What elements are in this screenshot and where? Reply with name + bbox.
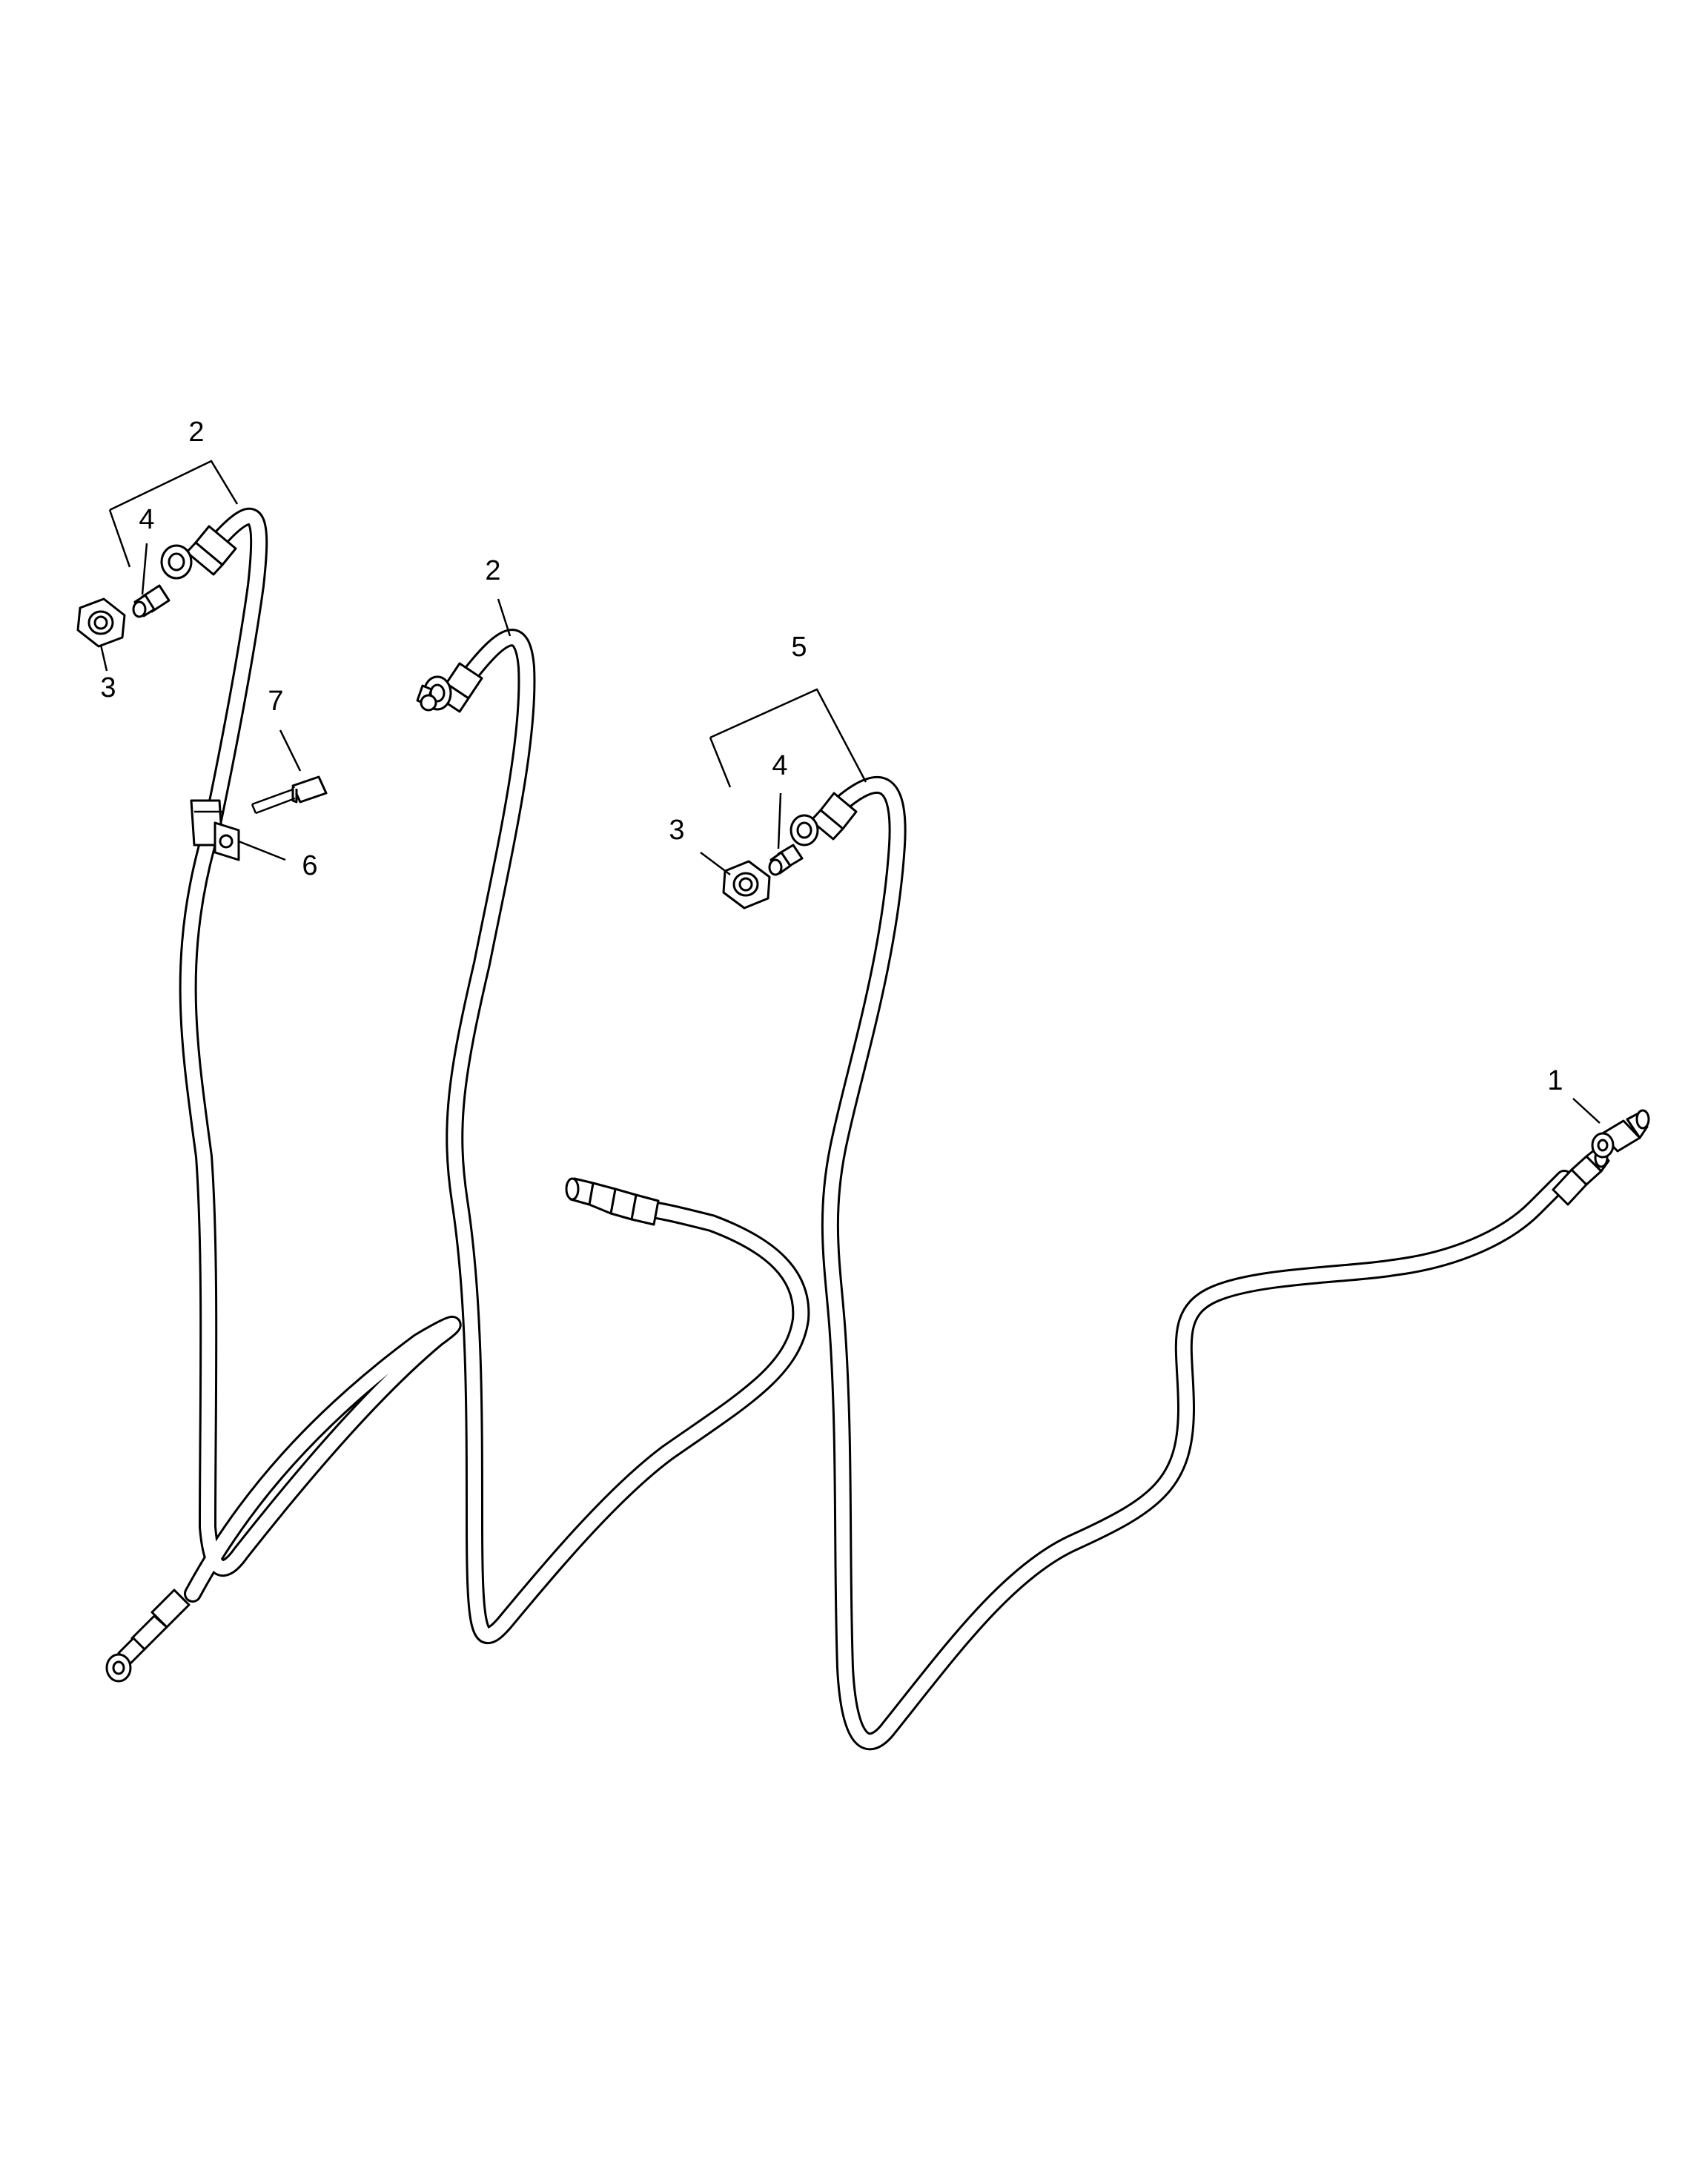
callout-4-right: 4	[772, 750, 787, 781]
callout-6: 6	[302, 850, 317, 881]
hose-middle-top-fitting	[416, 662, 483, 713]
hose-right-top-fitting	[790, 792, 858, 847]
hose-right	[821, 775, 1573, 1751]
adapter-fitting	[1591, 1109, 1650, 1159]
callout-4-left: 4	[139, 504, 154, 535]
callout-3-right: 3	[669, 815, 684, 846]
hose-middle-end-fitting	[565, 1177, 660, 1226]
callout-7: 7	[268, 686, 283, 717]
nipple-left	[132, 584, 171, 618]
callout-3-left: 3	[100, 672, 116, 703]
callout-2-middle: 2	[485, 555, 500, 586]
callout-5: 5	[791, 632, 807, 663]
callout-2-top-left: 2	[188, 417, 204, 448]
hose-left	[179, 507, 462, 1603]
callout-1: 1	[1547, 1065, 1563, 1096]
nipple-right	[768, 844, 804, 876]
hose-left-bottom-fitting	[105, 1589, 191, 1683]
clamp-bolt	[251, 775, 328, 815]
nut-right	[722, 860, 771, 910]
hose-clamp	[190, 799, 240, 861]
hose-middle	[446, 629, 810, 1644]
hose-left-top-fitting	[160, 525, 237, 580]
leader-lines	[99, 460, 1601, 1124]
nut-left	[76, 597, 126, 648]
